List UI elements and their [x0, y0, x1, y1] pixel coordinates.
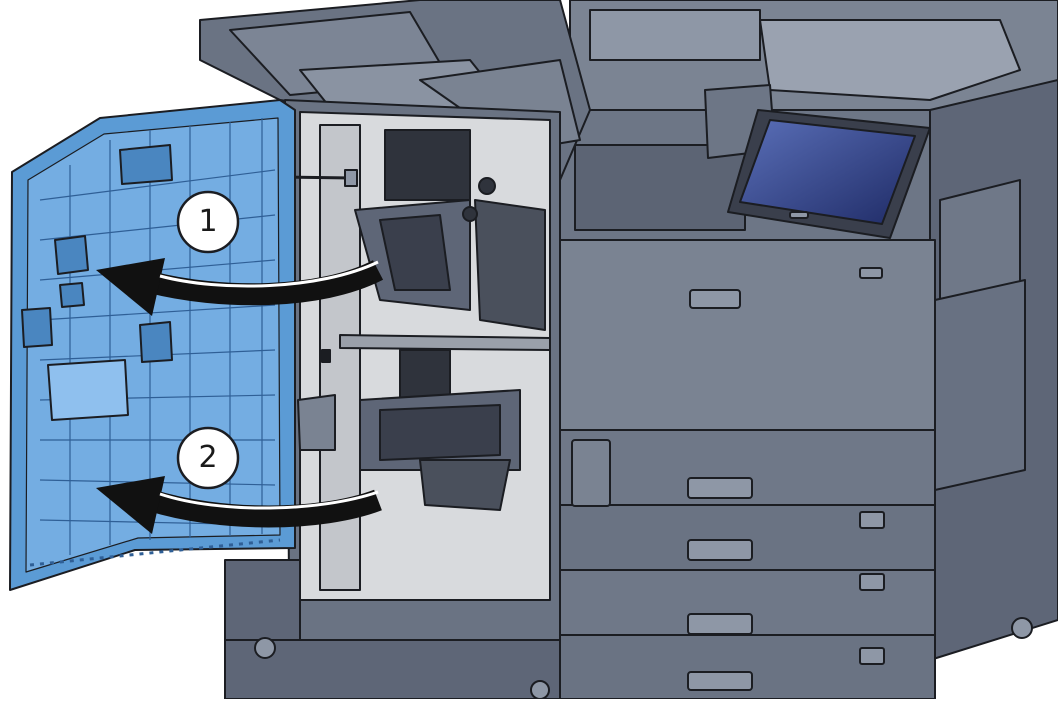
arrow-step-2	[96, 476, 382, 534]
step-1-number: 1	[198, 204, 218, 239]
operation-panel	[704, 84, 931, 239]
step-2-marker	[176, 426, 240, 490]
arrow-step-1	[96, 258, 384, 316]
copier-body	[554, 0, 1058, 700]
step-1-marker	[176, 190, 240, 254]
step-2-number: 2	[198, 440, 218, 475]
